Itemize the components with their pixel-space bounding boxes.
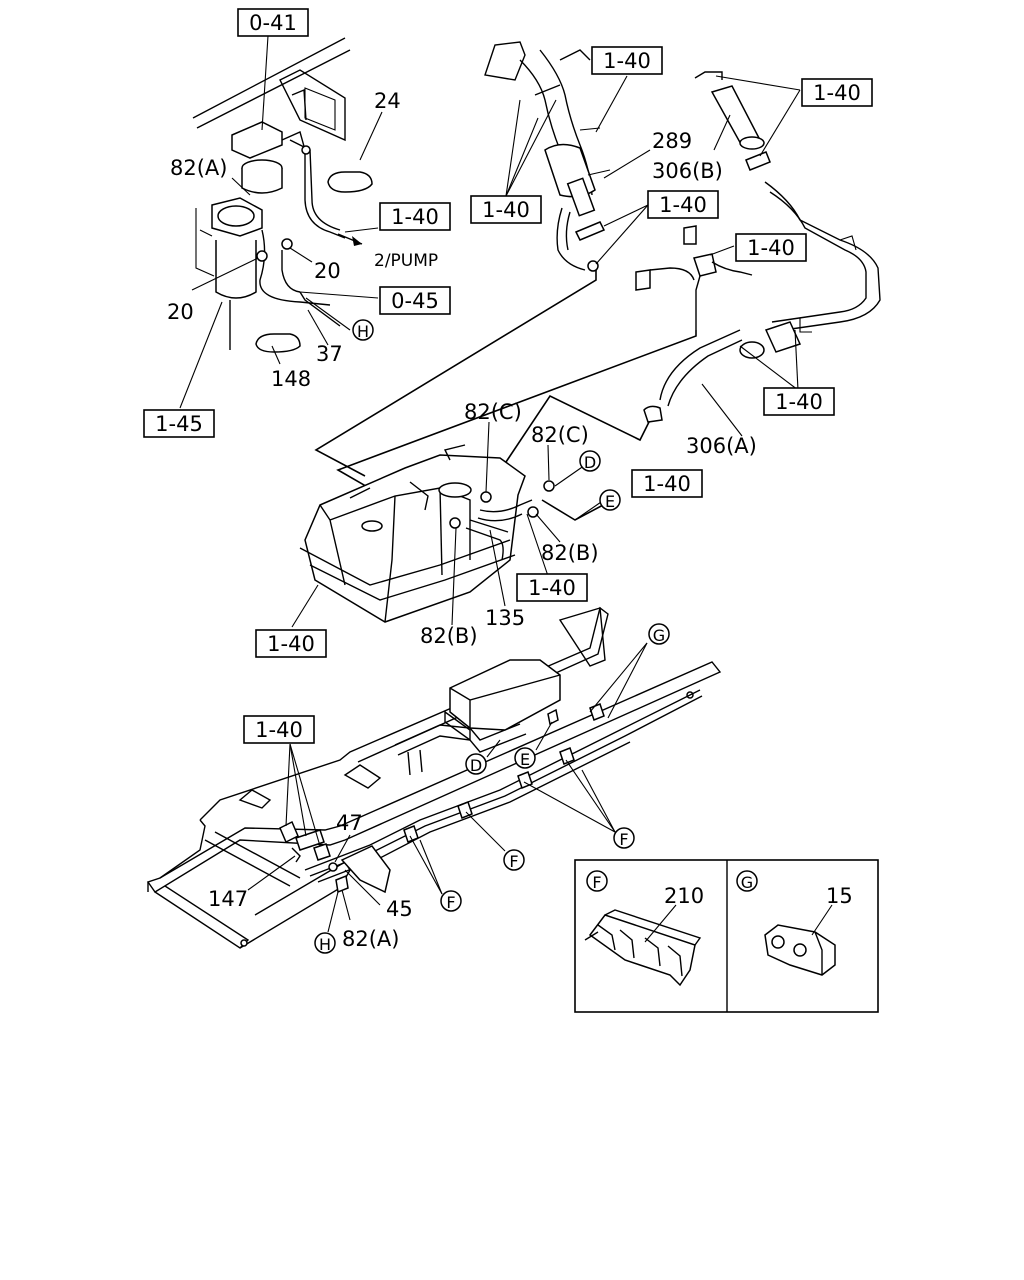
part-label-306b: 306(B): [652, 159, 723, 183]
callout-g-inset: G: [736, 870, 758, 892]
part-label-20-right: 20: [314, 259, 341, 283]
callout-h-top: H: [352, 319, 374, 341]
ref-box-0-45[interactable]: 0-45: [379, 286, 451, 315]
part-label-82a-top: 82(A): [170, 156, 227, 180]
ref-label: 1-40: [643, 472, 691, 496]
part-label-82b-right: 82(B): [541, 541, 599, 565]
part-label-210: 210: [664, 884, 704, 908]
part-label-47: 47: [336, 811, 363, 835]
svg-text:H: H: [319, 935, 331, 954]
ref-label: 1-40: [391, 205, 439, 229]
ref-label: 1-40: [775, 390, 823, 414]
callout-g-frame: G: [648, 623, 670, 645]
leader-lines-top-right: [701, 75, 801, 437]
part-label-37: 37: [316, 342, 343, 366]
part-label-82c-2: 82(C): [531, 423, 589, 447]
detail-insets: [574, 859, 879, 1013]
part-label-24: 24: [374, 89, 401, 113]
ref-box-1-40-topmid[interactable]: 1-40: [591, 46, 663, 75]
ref-label: 1-40: [528, 576, 576, 600]
callout-d-top: D: [579, 450, 601, 472]
ref-label: 1-40: [482, 198, 530, 222]
callout-f-mid: F: [503, 849, 525, 871]
fuel-pump-sender: [635, 225, 753, 330]
callout-h-bottom: H: [314, 932, 336, 954]
part-label-15: 15: [826, 884, 853, 908]
part-label-135: 135: [485, 606, 525, 630]
part-label-pump: 2/PUMP: [374, 251, 438, 271]
svg-text:E: E: [520, 750, 530, 769]
svg-text:G: G: [741, 873, 753, 892]
ref-label: 1-45: [155, 412, 203, 436]
callout-f-left: F: [440, 890, 462, 912]
svg-text:E: E: [605, 492, 615, 511]
callout-f-right: F: [613, 827, 635, 849]
ref-label: 1-40: [659, 193, 707, 217]
svg-text:H: H: [357, 322, 369, 341]
part-label-82a-bottom: 82(A): [342, 927, 399, 951]
fuel-filter-assembly: [192, 37, 373, 353]
part-label-148: 148: [271, 367, 311, 391]
filler-hose-assembly: [484, 41, 611, 272]
part-label-289: 289: [652, 129, 692, 153]
ref-box-1-40-clamp[interactable]: 1-40: [763, 387, 835, 416]
part-label-82b-bottom: 82(B): [420, 624, 478, 648]
ref-label: 0-45: [391, 289, 439, 313]
ref-box-1-40-neck[interactable]: 1-40: [631, 469, 703, 498]
chassis-frame: [146, 606, 722, 949]
callout-d-frame: D: [465, 753, 487, 775]
part-labels: 24 82(A) 20 20 2/PUMP 37 148 289 306(B) …: [167, 89, 853, 951]
callout-e-top: E: [599, 489, 621, 511]
ref-box-1-40-pump[interactable]: 1-40: [735, 233, 807, 262]
part-label-45: 45: [386, 897, 413, 921]
part-label-147: 147: [208, 887, 248, 911]
ref-label: 1-40: [603, 49, 651, 73]
leader-lines-top-middle: [505, 75, 651, 265]
svg-text:F: F: [446, 893, 455, 912]
ref-box-1-40-tank-right[interactable]: 1-40: [516, 573, 588, 602]
svg-text:D: D: [584, 453, 596, 472]
ref-box-1-40-leftmid[interactable]: 1-40: [470, 195, 542, 224]
ref-box-1-45[interactable]: 1-45: [143, 409, 215, 438]
ref-box-1-40-topright[interactable]: 1-40: [801, 78, 873, 107]
callout-e-frame: E: [514, 747, 536, 769]
part-label-306a: 306(A): [686, 434, 757, 458]
callout-f-inset: F: [586, 870, 608, 892]
ref-label: 1-40: [747, 236, 795, 260]
ref-box-1-40-frame[interactable]: 1-40: [243, 715, 315, 744]
callout-circles: H D E G D E F F: [314, 319, 758, 954]
ref-label: 1-40: [255, 718, 303, 742]
ref-label: 0-41: [249, 11, 297, 35]
leader-lines-top-left: [179, 35, 383, 409]
ref-label: 1-40: [267, 632, 315, 656]
ref-box-1-40-fueltank-hose[interactable]: 1-40: [647, 190, 719, 219]
svg-text:F: F: [509, 852, 518, 871]
fuel-tank: [299, 405, 663, 623]
svg-text:F: F: [592, 873, 601, 892]
leader-lines-insets: [644, 904, 833, 943]
svg-text:G: G: [653, 626, 665, 645]
ref-box-1-40-tank[interactable]: 1-40: [255, 629, 327, 658]
part-label-20-left: 20: [167, 300, 194, 324]
svg-text:F: F: [619, 830, 628, 849]
ref-label: 1-40: [813, 81, 861, 105]
filler-pipe-assembly: [659, 71, 881, 407]
leader-lines-frame: [247, 642, 648, 933]
svg-text:D: D: [470, 756, 482, 775]
ref-box-1-40-filter[interactable]: 1-40: [379, 202, 451, 231]
part-label-82c-1: 82(C): [464, 400, 522, 424]
ref-box-0-41[interactable]: 0-41: [237, 8, 309, 37]
